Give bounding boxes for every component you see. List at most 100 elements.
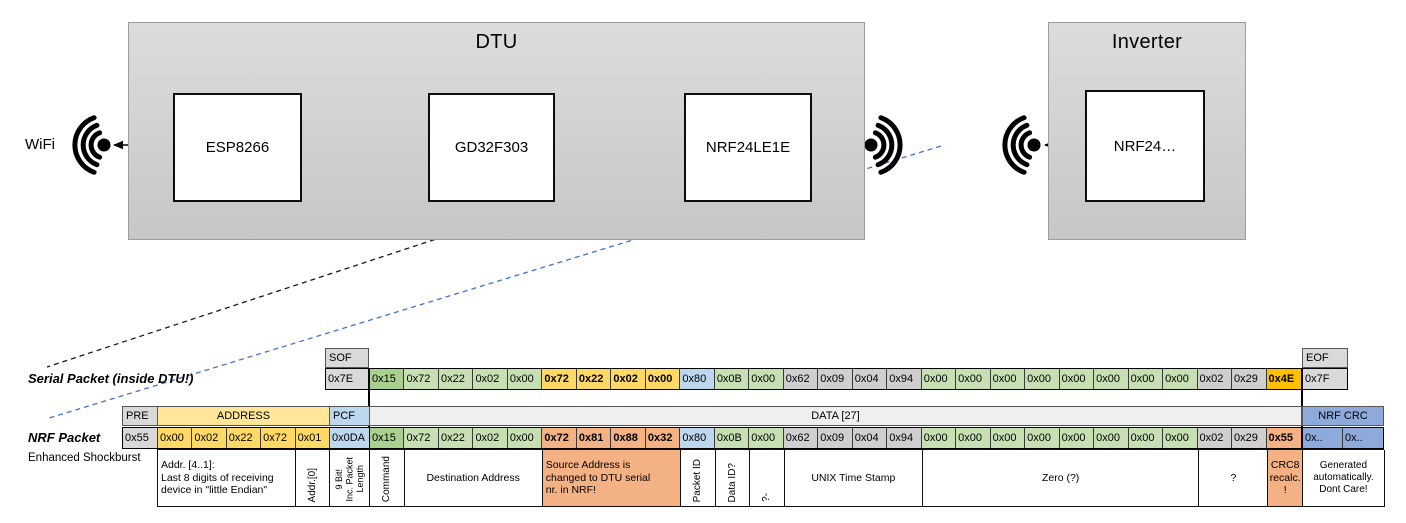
pcf-header: PCF	[329, 406, 370, 426]
byte-cell-0x15: 0x15	[370, 369, 405, 389]
byte-cell-0x0B: 0x0B	[714, 369, 750, 389]
byte-cell-0x09: 0x09	[818, 428, 853, 448]
sof-byte-cell: 0x7E	[325, 368, 369, 390]
byte-cell-0x00: 0x00	[158, 428, 193, 448]
byte-cell-0x00: 0x00	[990, 369, 1026, 389]
byte-cell-0x02: 0x02	[1197, 428, 1233, 448]
byte-cell-sof: 0x7E	[326, 369, 368, 389]
byte-cell-0x29: 0x29	[1232, 428, 1267, 448]
wifi-icon-left	[72, 115, 111, 175]
node-nrf24le1e: NRF24LE1E	[684, 93, 812, 202]
byte-cell-0x00: 0x00	[1025, 428, 1060, 448]
byte-cell-0x00: 0x00	[645, 369, 681, 389]
data-header: DATA [27]	[369, 406, 1302, 426]
byte-cell-0x88: 0x88	[611, 428, 646, 448]
byte-cell-0x80: 0x80	[680, 428, 715, 448]
annotation-cell: ?	[1199, 450, 1269, 507]
byte-cell-0x02: 0x02	[611, 369, 646, 389]
node-gd32f303: GD32F303	[428, 93, 555, 202]
byte-cell-0x22: 0x22	[438, 369, 474, 389]
byte-cell-0x22: 0x22	[438, 428, 474, 448]
byte-cell-0x72: 0x72	[542, 369, 577, 389]
inverter-title: Inverter	[1111, 31, 1183, 53]
byte-cell-0x01: 0x01	[295, 428, 330, 448]
byte-cell-0x94: 0x94	[887, 369, 922, 389]
byte-cell-0x00: 0x00	[921, 428, 957, 448]
byte-cell-0x0B: 0x0B	[714, 428, 750, 448]
byte-cell-0x81: 0x81	[576, 428, 612, 448]
byte-cell-0x02: 0x02	[1197, 369, 1233, 389]
byte-cell-0x15: 0x15	[370, 428, 405, 448]
enhanced-shockburst-label: Enhanced Shockburst	[28, 452, 141, 464]
byte-cell-0x00: 0x00	[1163, 369, 1198, 389]
annotation-cell: UNIX Time Stamp	[784, 450, 923, 507]
serial-packet-label: Serial Packet (inside DTU!)	[28, 371, 194, 386]
annotation-cell: 9 Bit! Inc. Packet Length	[329, 450, 370, 507]
byte-cell-0x62: 0x62	[783, 369, 819, 389]
inverter-container: Inverter	[1048, 22, 1246, 240]
node-nrf24le1e-label: NRF24LE1E	[705, 139, 791, 156]
byte-cell-0x55: 0x55	[1266, 428, 1301, 448]
byte-cell-0x4E: 0x4E	[1266, 369, 1301, 389]
node-nrf24-inverter-label: NRF24…	[1113, 137, 1177, 155]
byte-cell-0x72: 0x72	[542, 428, 577, 448]
nrf-annotation-row: Addr. [4..1]: Last 8 digits of receiving…	[157, 449, 1385, 507]
byte-cell-0x02: 0x02	[473, 428, 508, 448]
byte-cell-0x72: 0x72	[261, 428, 296, 448]
wifi-icon-inverter	[1002, 115, 1041, 175]
annotation-cell: Addr. [4..1]: Last 8 digits of receiving…	[158, 450, 296, 507]
byte-cell-0x00: 0x00	[507, 428, 543, 448]
address-header: ADDRESS	[157, 406, 330, 426]
byte-cell-0x22: 0x22	[226, 428, 262, 448]
byte-cell-0x00: 0x00	[749, 428, 784, 448]
byte-cell-0x09: 0x09	[818, 369, 853, 389]
byte-cell-0x..: 0x..	[1303, 428, 1343, 448]
byte-cell-0x00: 0x00	[1059, 369, 1095, 389]
byte-cell-0x02: 0x02	[192, 428, 227, 448]
byte-cell-0x62: 0x62	[783, 428, 819, 448]
annotation-cell: Generated automatically. Dont Care!	[1302, 450, 1385, 507]
wifi-label: WiFi	[25, 136, 55, 153]
byte-cell-0x22: 0x22	[576, 369, 612, 389]
byte-cell-0x00: 0x00	[1059, 428, 1095, 448]
byte-cell-0x00: 0x00	[1094, 369, 1129, 389]
node-gd32f303-label: GD32F303	[454, 139, 529, 156]
byte-cell-0x04: 0x04	[852, 428, 888, 448]
byte-cell-0x00: 0x00	[1025, 369, 1060, 389]
byte-cell-0x04: 0x04	[852, 369, 888, 389]
byte-cell-0x55: 0x55	[123, 428, 158, 448]
byte-cell-0x00: 0x00	[1128, 369, 1164, 389]
annotation-cell: Command	[369, 450, 405, 507]
annotation-cell: Addr.[0]	[295, 450, 330, 507]
byte-cell-eof: 0x7F	[1303, 369, 1347, 389]
node-esp8266: ESP8266	[173, 93, 302, 202]
byte-cell-0x00: 0x00	[749, 369, 784, 389]
annotation-cell: Destination Address	[404, 450, 543, 507]
node-esp8266-label: ESP8266	[205, 139, 270, 156]
byte-cell-0x02: 0x02	[473, 369, 508, 389]
byte-cell-0x72: 0x72	[404, 428, 439, 448]
annotation-cell: Zero (?)	[922, 450, 1200, 507]
byte-cell-0x80: 0x80	[680, 369, 715, 389]
byte-cell-0x00: 0x00	[507, 369, 543, 389]
sof-header: SOF	[325, 348, 369, 368]
byte-cell-0x00: 0x00	[1163, 428, 1198, 448]
annotation-cell: CRC8 recalc. !	[1268, 450, 1303, 507]
wifi-icon-dtu-right	[864, 115, 903, 175]
nrf-packet-label: NRF Packet	[28, 430, 101, 445]
byte-cell-0x00: 0x00	[1094, 428, 1129, 448]
byte-cell-0x29: 0x29	[1232, 369, 1267, 389]
byte-cell-0x0DA: 0x0DA	[329, 428, 369, 448]
node-nrf24-inverter: NRF24…	[1085, 90, 1205, 202]
byte-cell-0x94: 0x94	[887, 428, 922, 448]
byte-cell-0x00: 0x00	[921, 369, 957, 389]
nrf-crc-header: NRF CRC	[1302, 406, 1384, 426]
eof-header: EOF	[1302, 348, 1348, 368]
byte-cell-0x00: 0x00	[1128, 428, 1164, 448]
byte-cell-0x32: 0x32	[645, 428, 681, 448]
pre-header: PRE	[122, 406, 158, 426]
byte-cell-0x00: 0x00	[990, 428, 1026, 448]
